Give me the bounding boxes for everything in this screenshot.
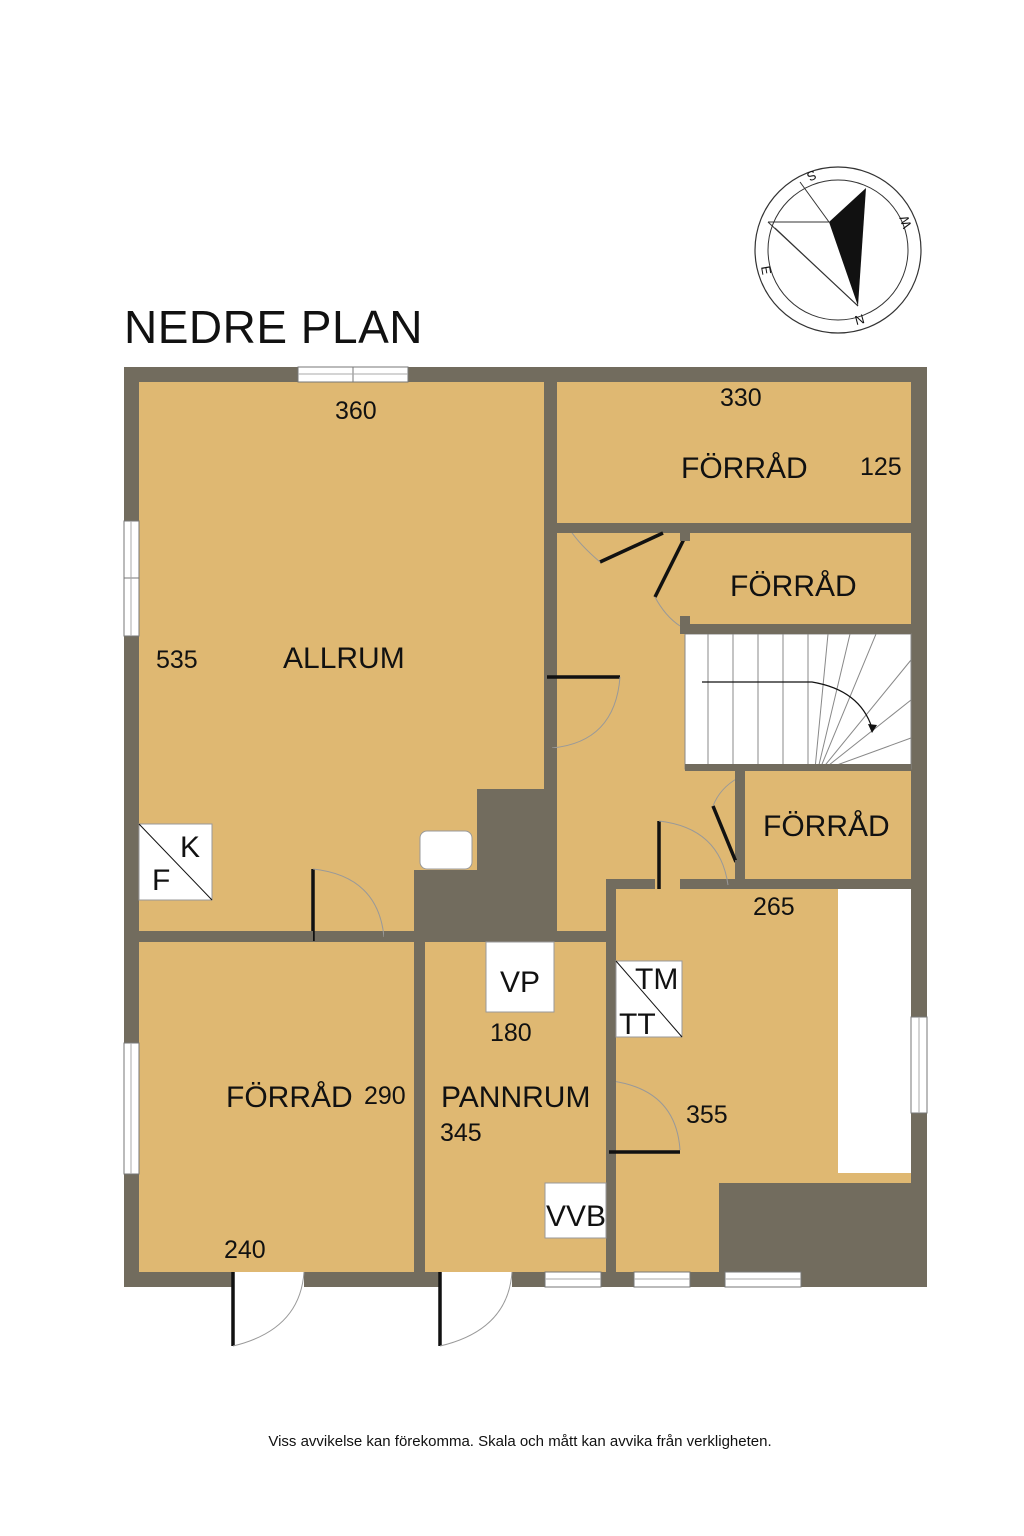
door-forrad-top — [599, 531, 664, 564]
room-label-forrad-right: FÖRRÅD — [763, 810, 890, 843]
windows — [123, 366, 928, 1288]
doors — [231, 529, 739, 1347]
forrad-right-floor — [745, 771, 911, 879]
stair-direction-arrow-icon — [702, 681, 873, 729]
inner-walls — [139, 382, 911, 1272]
tm-tt-symbol: TM TT — [615, 960, 683, 1041]
dim-hall-depth: 355 — [686, 1101, 728, 1129]
compass-west: W — [896, 213, 915, 230]
dim-pannrum-depth: 345 — [440, 1119, 482, 1147]
vvb-label: VVB — [546, 1200, 606, 1233]
vp-symbol: VP — [485, 941, 555, 1013]
dim-forrad-top-width: 330 — [720, 384, 762, 412]
room-label-forrad-bottom: FÖRRÅD — [226, 1081, 353, 1114]
room-label-forrad-mid: FÖRRÅD — [730, 570, 857, 603]
entry-door-opening-2 — [440, 1272, 512, 1287]
disclaimer-text: Viss avvikelse kan förekomma. Skala och … — [268, 1433, 772, 1450]
fk-symbol: F K — [138, 823, 213, 901]
hall-floor-3 — [557, 769, 735, 879]
forrad-mid-floor — [680, 533, 911, 624]
dim-allrum-depth: 535 — [156, 646, 198, 674]
tm-label: TM — [635, 963, 678, 996]
dim-hall-width: 265 — [753, 893, 795, 921]
entry-door-opening-1 — [234, 1272, 304, 1287]
dim-forrad-bottom-depth: 290 — [364, 1082, 406, 1110]
sink-icon — [419, 830, 473, 870]
storage-block — [719, 1183, 911, 1272]
dim-allrum-width: 360 — [335, 397, 377, 425]
forrad-bottom-floor — [139, 942, 414, 1272]
tt-label: TT — [619, 1008, 656, 1041]
fk-label-f: F — [152, 864, 170, 897]
forrad-top-floor — [557, 382, 911, 523]
dim-forrad-top-depth: 125 — [860, 453, 902, 481]
fk-label-k: K — [180, 831, 200, 864]
compass-needle-icon — [829, 188, 866, 306]
compass-north: N — [853, 311, 866, 328]
door-forrad-right — [711, 805, 738, 863]
plan-title: NEDRE PLAN — [124, 301, 423, 353]
chimney-base — [414, 870, 544, 942]
vp-label: VP — [500, 966, 540, 999]
room-label-allrum: ALLRUM — [283, 642, 405, 675]
wardrobe — [838, 889, 911, 1173]
staircase — [684, 633, 912, 770]
compass-rose: S W E N — [754, 166, 922, 334]
dim-pannrum-width: 180 — [490, 1019, 532, 1047]
room-label-pannrum: PANNRUM — [441, 1081, 590, 1114]
room-label-forrad-top: FÖRRÅD — [681, 452, 808, 485]
vvb-symbol: VVB — [544, 1182, 607, 1239]
compass-east: E — [758, 265, 774, 276]
door-forrad-mid — [653, 536, 687, 598]
hall-floor-2 — [557, 624, 685, 769]
dim-forrad-bottom-width: 240 — [224, 1236, 266, 1264]
